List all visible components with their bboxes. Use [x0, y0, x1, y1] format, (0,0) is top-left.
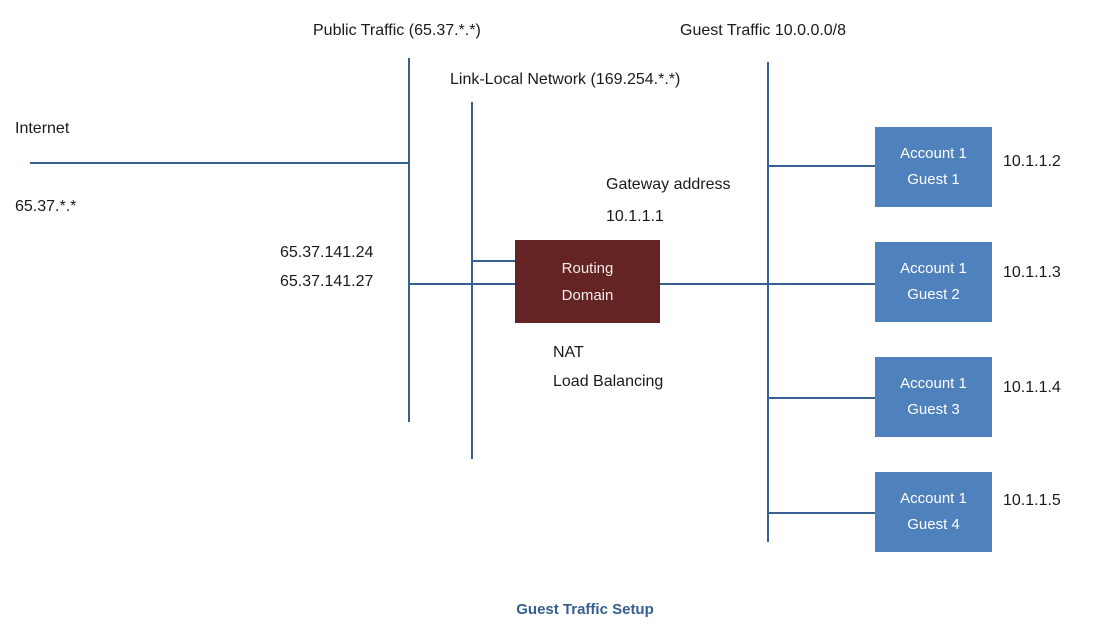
guest-box-2: Account 1 Guest 2 — [875, 242, 992, 322]
internet-connector-line — [30, 162, 410, 164]
guest-box-3-account: Account 1 — [900, 375, 967, 392]
internet-label: Internet — [15, 120, 70, 137]
guest-box-4: Account 1 Guest 4 — [875, 472, 992, 552]
guest-box-2-guest: Guest 2 — [907, 286, 960, 303]
public-traffic-line — [408, 58, 410, 422]
routing-to-guest2-connector — [660, 283, 875, 285]
guest-box-2-account: Account 1 — [900, 260, 967, 277]
linklocal-to-routing-connector — [472, 260, 516, 262]
routing-domain-line1: Routing — [561, 259, 614, 277]
public-to-routing-connector — [409, 283, 516, 285]
guest-ip-3-label: 10.1.1.4 — [1003, 379, 1061, 396]
guest4-connector — [768, 512, 875, 514]
public-traffic-label: Public Traffic (65.37.*.*) — [313, 22, 481, 39]
guest-box-4-account: Account 1 — [900, 490, 967, 507]
link-local-label: Link-Local Network (169.254.*.*) — [450, 71, 681, 88]
gateway-address-label: Gateway address 10.1.1.1 — [606, 169, 731, 233]
guest-box-1-account: Account 1 — [900, 145, 967, 162]
guest-box-1-guest: Guest 1 — [907, 171, 960, 188]
guest-traffic-label: Guest Traffic 10.0.0.0/8 — [680, 22, 847, 39]
guest3-connector — [768, 397, 875, 399]
routing-domain-box: Routing Domain — [515, 240, 660, 323]
guest-box-3-guest: Guest 3 — [907, 401, 960, 418]
link-local-line — [471, 102, 473, 459]
guest-ip-4-label: 10.1.1.5 — [1003, 492, 1061, 509]
guest-traffic-line — [767, 62, 769, 542]
guest-box-3: Account 1 Guest 3 — [875, 357, 992, 437]
guest-box-1: Account 1 Guest 1 — [875, 127, 992, 207]
guest-ip-1-label: 10.1.1.2 — [1003, 153, 1061, 170]
diagram-caption: Guest Traffic Setup — [516, 601, 654, 618]
guest-box-4-guest: Guest 4 — [907, 516, 960, 533]
nat-load-balancing-label: NAT Load Balancing — [553, 338, 663, 396]
nat-label: NAT — [553, 344, 584, 361]
public-ip-1-label: 65.37.141.24 — [280, 244, 374, 261]
load-balancing-label: Load Balancing — [553, 373, 664, 390]
gateway-address-line1: Gateway address — [606, 176, 731, 193]
public-ip-2-label: 65.37.141.27 — [280, 273, 374, 290]
gateway-address-line2: 10.1.1.1 — [606, 208, 664, 225]
routing-domain-line2: Domain — [561, 286, 614, 304]
guest-ip-2-label: 10.1.1.3 — [1003, 264, 1061, 281]
public-ip-range-label: 65.37.*.* — [15, 198, 77, 215]
guest1-connector — [768, 165, 875, 167]
